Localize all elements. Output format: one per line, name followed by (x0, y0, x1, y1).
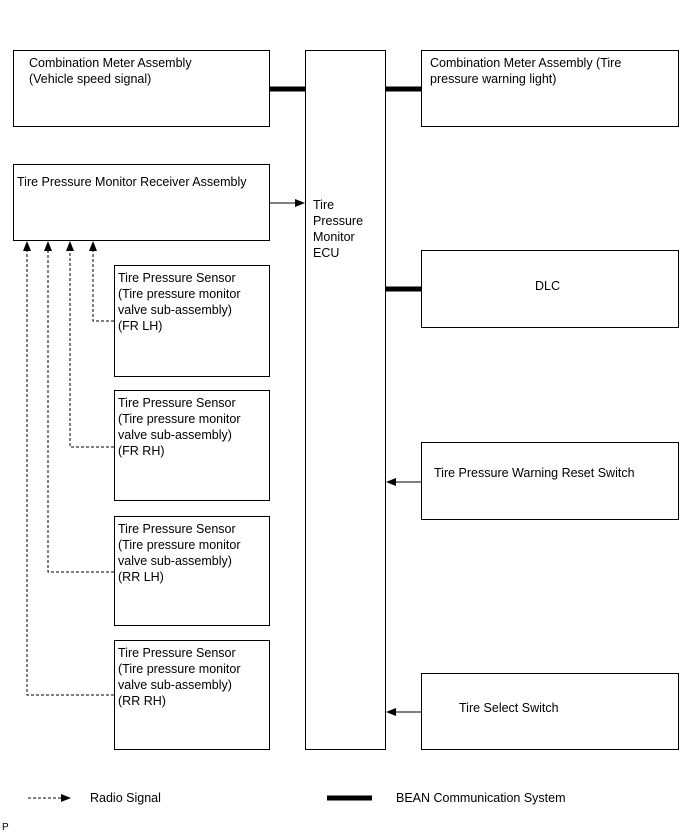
corner-mark: P (2, 822, 9, 833)
sensor-fr-lh-box (114, 265, 270, 377)
sensor-fr-rh-label: Tire Pressure Sensor (Tire pressure moni… (118, 396, 241, 458)
ecu-box (305, 50, 386, 750)
sensor-rr-lh-label: Tire Pressure Sensor (Tire pressure moni… (118, 522, 241, 584)
combination-meter-warning-label: Combination Meter Assembly (Tire pressur… (430, 56, 622, 86)
select-switch-label: Tire Select Switch (459, 701, 559, 715)
legend-radio-label: Radio Signal (90, 791, 161, 805)
receiver-label: Tire Pressure Monitor Receiver Assembly (17, 175, 247, 189)
combination-meter-warning-box (421, 50, 679, 127)
sensor-rr-rh-box (114, 640, 270, 750)
reset-switch-box (421, 442, 679, 520)
ecu-label: Tire Pressure Monitor ECU (313, 198, 364, 260)
reset-switch-label: Tire Pressure Warning Reset Switch (434, 466, 635, 480)
sensor-fr-lh-label: Tire Pressure Sensor (Tire pressure moni… (118, 271, 241, 333)
radio-line-rr-rh (23, 241, 114, 696)
sensor-rr-lh-box (114, 516, 270, 626)
dlc-box (421, 250, 679, 328)
sensor-fr-rh-box (114, 390, 270, 501)
radio-line-rr-lh (44, 241, 114, 573)
combination-meter-speed-box (13, 50, 270, 127)
legend-bean-label: BEAN Communication System (396, 791, 566, 805)
radio-line-fr-lh (89, 241, 114, 322)
combination-meter-speed-label: Combination Meter Assembly (Vehicle spee… (29, 56, 192, 86)
dlc-label: DLC (535, 279, 561, 293)
receiver-box (13, 164, 270, 241)
sensor-rr-rh-label: Tire Pressure Sensor (Tire pressure moni… (118, 646, 241, 708)
select-switch-box (421, 673, 679, 750)
radio-line-fr-rh (66, 241, 114, 448)
